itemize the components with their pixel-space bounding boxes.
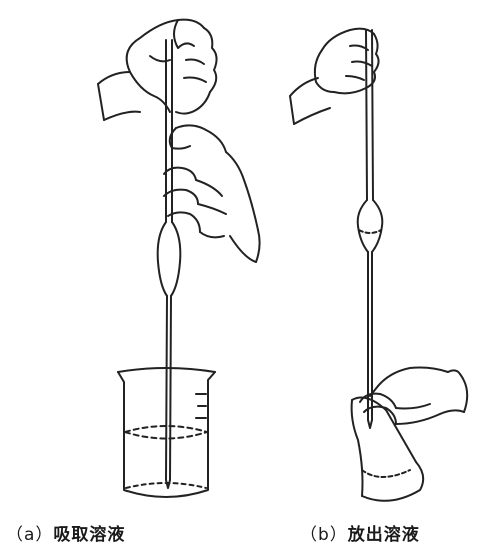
caption-a-label: （a）: [6, 525, 53, 545]
flask-b: [352, 398, 424, 501]
caption-a-text: 吸取溶液: [53, 525, 125, 545]
caption-b-label: （b）: [300, 525, 348, 545]
hand-lower-a: [164, 125, 260, 262]
panel-a-drawing: [98, 20, 260, 497]
panel-b-releasing: [290, 29, 467, 501]
hand-lower-b: [360, 368, 467, 425]
caption-a: （a）吸取溶液: [6, 520, 125, 545]
caption-b: （b）放出溶液: [300, 520, 420, 545]
caption-b-text: 放出溶液: [348, 525, 420, 545]
pipette-a: [158, 40, 181, 488]
hand-upper-a: [98, 20, 217, 120]
